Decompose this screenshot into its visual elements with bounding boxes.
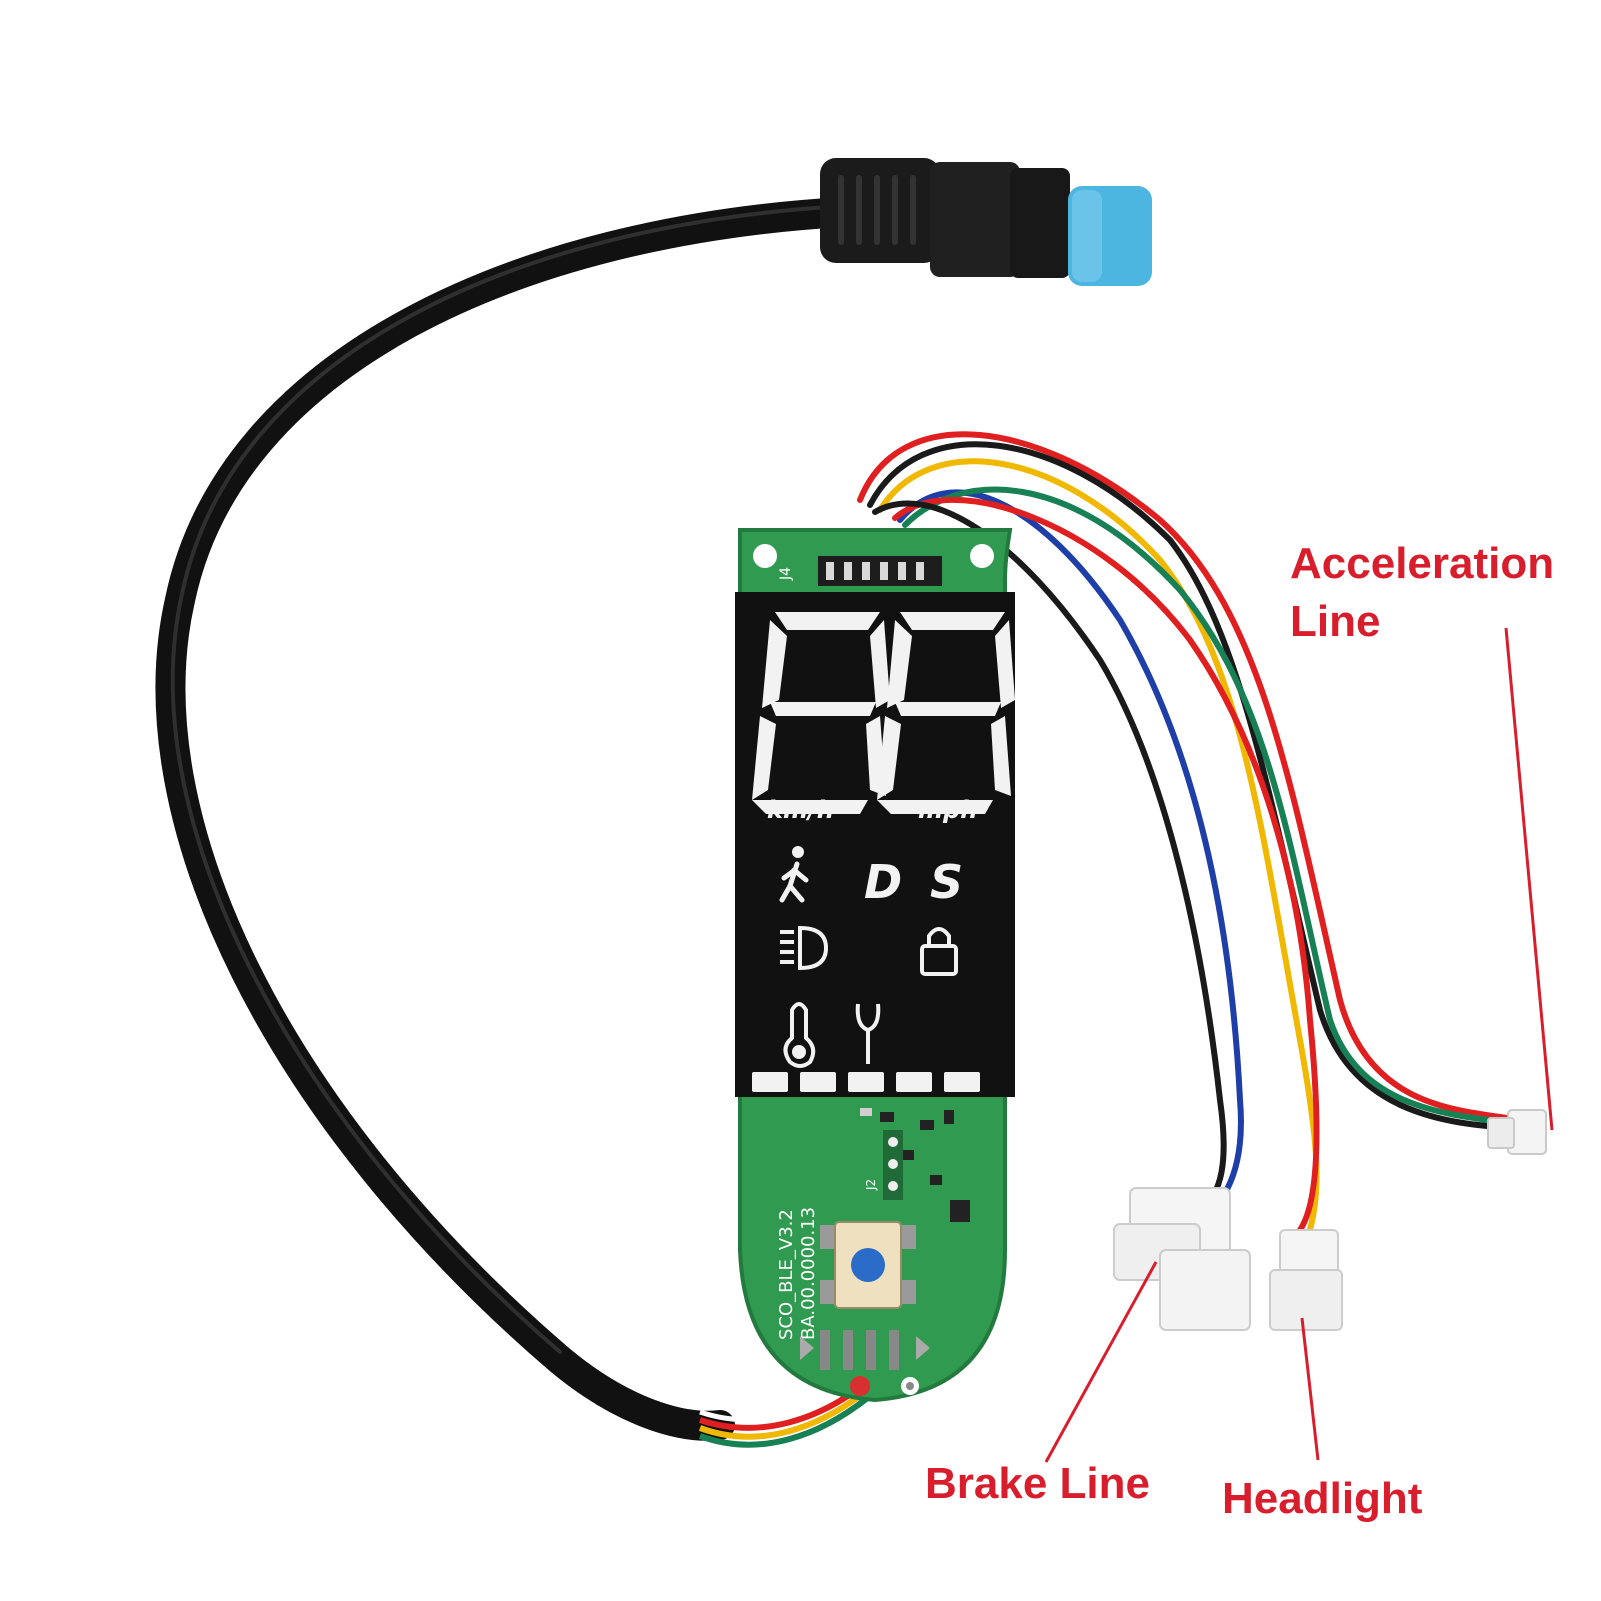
wire: [872, 500, 1227, 1223]
unit-mph: mph: [918, 796, 977, 824]
brake-plug: [1113, 1187, 1251, 1331]
wire-bundle: [857, 431, 1523, 1233]
j2-header: [883, 1130, 903, 1200]
headlight-icon: [780, 925, 829, 971]
speed-digits: [752, 612, 1015, 814]
unit-kmh: km/h: [767, 796, 834, 824]
wire: [892, 496, 1320, 1233]
headlight-label: Headlight: [1222, 1470, 1422, 1528]
acceleration-line-label: Acceleration Line: [1290, 535, 1554, 651]
solder-pads: [800, 1330, 930, 1396]
lock-icon: [920, 927, 958, 976]
wire: [887, 472, 1300, 1233]
pcb-model-silk: SCO_BLE_V3.2: [776, 1209, 797, 1340]
mode-s: S: [930, 855, 963, 909]
thermometer-icon: [783, 1002, 816, 1068]
brake-line-label-text: Brake Line: [925, 1459, 1150, 1508]
headlight-plug: [1269, 1229, 1343, 1331]
wire: [877, 458, 1320, 1233]
pcb-components: J2: [860, 1108, 970, 1222]
brake-leader-line: [1044, 1261, 1158, 1463]
acceleration-line-label-line-2: Line: [1290, 597, 1381, 646]
acceleration-plug: [1487, 1109, 1547, 1155]
mount-hole: [753, 544, 777, 568]
j2-label: J2: [864, 1179, 878, 1191]
pcb-board: J4 km/h mph: [735, 528, 1015, 1403]
headlight-label-text: Headlight: [1222, 1474, 1423, 1523]
mode-d: D: [864, 855, 902, 909]
callout-lines: [1044, 627, 1554, 1463]
acceleration-line-label-line-1: Acceleration: [1290, 539, 1555, 588]
power-button[interactable]: [820, 1221, 916, 1309]
wire: [897, 489, 1244, 1223]
wire: [857, 431, 1523, 1123]
cable-connector: [820, 158, 1152, 286]
walk-icon: [779, 846, 809, 903]
main-cable: [155, 197, 872, 1448]
wire: [902, 486, 1523, 1127]
brake-line-label: Brake Line: [925, 1455, 1150, 1513]
battery-segment: [752, 1072, 788, 1092]
headlight-leader-line: [1300, 1317, 1320, 1461]
battery-segment: [848, 1072, 884, 1092]
pcb-version-silk: BA.00.0000.13: [798, 1207, 819, 1340]
j4-header: [818, 556, 942, 586]
battery-segment: [896, 1072, 932, 1092]
mount-hole: [970, 544, 994, 568]
battery-indicator: [752, 1072, 980, 1092]
battery-segment: [800, 1072, 836, 1092]
battery-segment: [944, 1072, 980, 1092]
acceleration-leader-line: [1504, 627, 1554, 1131]
wrench-icon: [855, 1003, 881, 1064]
j4-label: J4: [778, 567, 794, 581]
